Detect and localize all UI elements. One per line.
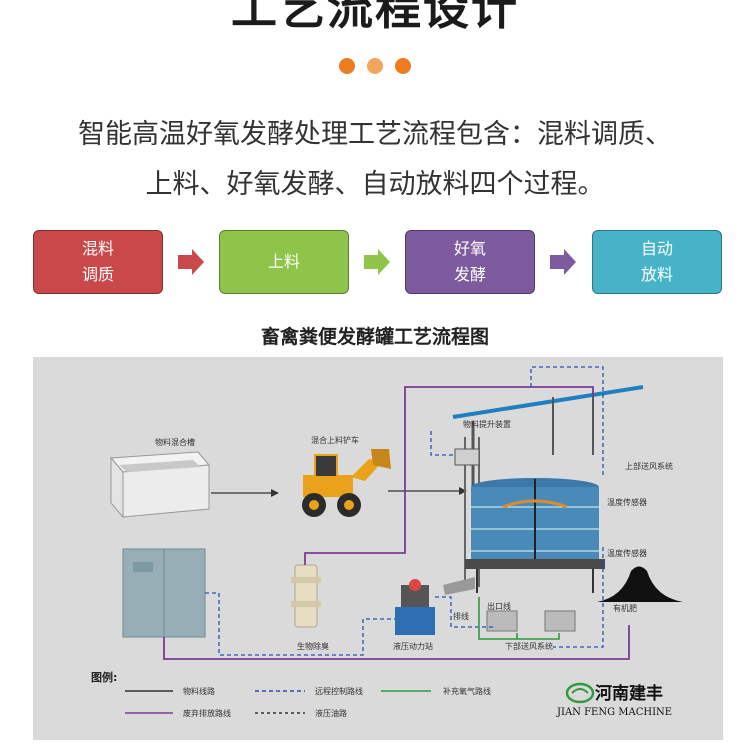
label-lower-air: 下部送风系统 (505, 641, 553, 651)
step-mixing: 混料 调质 (33, 230, 163, 294)
step-label: 自动 (640, 239, 673, 258)
brand-logo-icon (565, 682, 595, 704)
fertilizer-pile-icon (597, 566, 683, 602)
step-label: 好氧 (453, 239, 486, 258)
step-fermentation: 好氧 发酵 (405, 230, 535, 294)
dot (367, 58, 383, 74)
arrow-head-icon (271, 489, 279, 497)
label-temp-sensor-2: 温度传感器 (607, 548, 647, 558)
arrow-right-icon (178, 249, 204, 275)
remote-control-lines (205, 366, 604, 656)
dot (339, 58, 355, 74)
legend-exhaust-route: 废弃排放路线 (183, 708, 231, 718)
fermentation-tank-icon (443, 478, 605, 595)
exhaust-route-lines (163, 386, 630, 660)
brand-english: JIAN FENG MACHINE (556, 707, 672, 718)
hydraulic-station-icon (395, 579, 435, 635)
blower-icon (486, 610, 576, 632)
label-outlet-line: 出口线 (487, 601, 511, 611)
arrow-right-icon (550, 249, 576, 275)
legend-title: 图例: (91, 670, 117, 684)
label-fertilizer: 有机肥 (613, 603, 637, 613)
diagram-title: 畜禽粪便发酵罐工艺流程图 (260, 326, 489, 348)
deodorizer-icon (291, 564, 321, 628)
label-hydraulic-station: 液压动力站 (393, 641, 433, 651)
step-discharge: 自动 放料 (592, 230, 722, 294)
wheel-loader-icon (302, 449, 391, 517)
mixing-tank-icon (109, 451, 211, 519)
label-upper-air: 上部送风系统 (625, 461, 673, 471)
step-label: 上料 (267, 252, 300, 271)
intro-line-2: 上料、好氧发酵、自动放料四个过程。 (145, 169, 605, 200)
step-label: 调质 (81, 265, 114, 284)
decorative-dots (0, 58, 750, 78)
step-label: 混料 (81, 239, 114, 258)
label-lift: 物料提升装置 (463, 419, 511, 429)
arrow-head-icon (459, 487, 467, 495)
step-label: 发酵 (453, 265, 486, 284)
legend-hydraulic-line: 液压油路 (315, 708, 347, 718)
page-title: 工艺流程设计 (231, 0, 519, 35)
step-label: 放料 (640, 265, 673, 284)
arrow-right-icon (364, 249, 390, 275)
brand-name: 河南建丰 (595, 683, 663, 704)
diagram-canvas: 物料混合槽 混合上料铲车 物料提升装置 (91, 366, 683, 718)
process-flow-diagram: 物料混合槽 混合上料铲车 物料提升装置 (33, 357, 723, 740)
label-mixing-tank: 物料混合槽 (155, 437, 195, 447)
label-loader: 混合上料铲车 (311, 435, 359, 445)
legend-oxygen-line: 补充氧气路线 (443, 686, 491, 696)
label-temp-sensor-1: 温度传感器 (607, 497, 647, 507)
dot (395, 58, 411, 74)
label-deodorizer: 生物除臭 (297, 641, 329, 651)
legend-material-line: 物料线路 (183, 686, 215, 696)
step-loading: 上料 (219, 230, 349, 294)
oxygen-lines (478, 597, 560, 640)
legend-remote-control-line: 远程控制路线 (315, 686, 363, 696)
intro-line-1: 智能高温好氧发酵处理工艺流程包含：混料调质、 (78, 119, 672, 150)
control-cabinet-icon (122, 548, 206, 638)
label-exhaust-line: 排线 (453, 611, 469, 621)
